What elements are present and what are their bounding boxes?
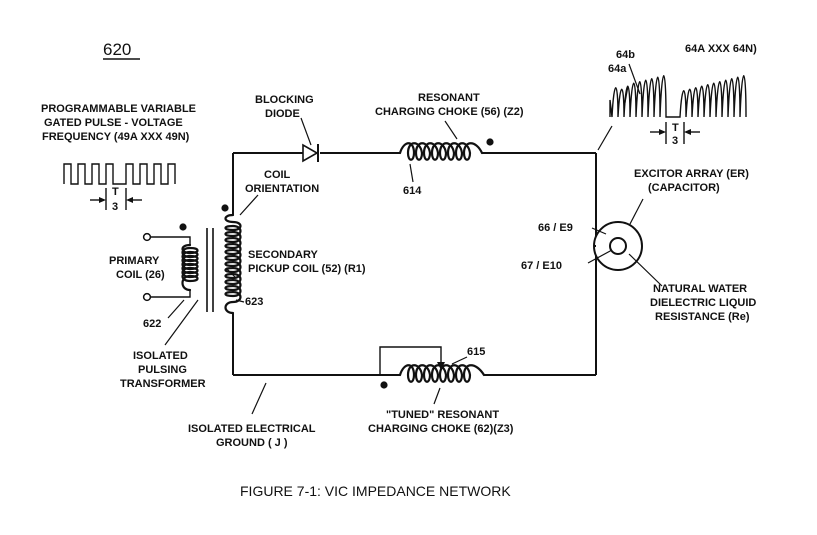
transformer-label-line3: TRANSFORMER: [120, 378, 206, 390]
pulse-label-line3: FREQUENCY (49A XXX 49N): [42, 131, 190, 143]
coil-orientation-label-line1: COIL: [264, 169, 291, 181]
resonant-waveform: [609, 75, 747, 118]
figure-caption: FIGURE 7-1: VIC IMPEDANCE NETWORK: [240, 483, 511, 499]
electrode-e9: 66 / E9: [538, 222, 573, 234]
excitor-array-capacitor: [593, 221, 643, 271]
excitor-label-line1: EXCITOR ARRAY (ER): [634, 168, 749, 180]
choke-62-label-line2: CHARGING CHOKE (62)(Z3): [368, 423, 514, 435]
choke-62-polarity-dot: [380, 381, 388, 389]
resonant-charging-choke-56: [398, 142, 484, 161]
pulsing-transformer: [179, 204, 242, 315]
primary-terminal-bottom: [142, 292, 152, 302]
secondary-label-line2: PICKUP COIL (52) (R1): [248, 263, 366, 275]
wave-period-3: 3: [672, 135, 678, 147]
choke-62-label-line1: "TUNED" RESONANT: [386, 409, 499, 421]
primary-polarity-dot: [179, 223, 187, 231]
wave-period-t: T: [672, 122, 679, 134]
waveform-period-marker: [650, 122, 700, 144]
tuned-choke-tap-arrow: [437, 362, 445, 370]
water-label-line2: DIELECTRIC LIQUID: [650, 297, 756, 309]
transformer-label-line2: PULSING: [138, 364, 187, 376]
ref-615: 615: [467, 346, 485, 358]
ground-label-line2: GROUND ( J ): [216, 437, 288, 449]
choke-56-label-line1: RESONANT: [418, 92, 480, 104]
pulse-period-3: 3: [112, 201, 118, 213]
excitor-label-line2: (CAPACITOR): [648, 182, 720, 194]
choke-56-polarity-dot: [486, 138, 494, 146]
pulse-label-line1: PROGRAMMABLE VARIABLE: [41, 103, 196, 115]
circuit-wires: [149, 152, 597, 376]
ref-64n: 64A XXX 64N): [685, 43, 757, 55]
pulse-label-line2: GATED PULSE - VOLTAGE: [44, 117, 183, 129]
coil-orientation-label-line2: ORIENTATION: [245, 183, 319, 195]
secondary-label-line1: SECONDARY: [248, 249, 319, 261]
primary-label-line2: COIL (26): [116, 269, 165, 281]
water-label-line1: NATURAL WATER: [653, 283, 747, 295]
secondary-polarity-dot: [221, 204, 229, 212]
tuned-resonant-charging-choke-62: [398, 364, 486, 383]
leader-lines: [164, 63, 663, 415]
pulse-period-t: T: [112, 186, 119, 198]
blocking-diode-symbol: [302, 143, 319, 163]
primary-coil: [181, 243, 199, 292]
figure-number: 620: [103, 40, 131, 59]
secondary-pickup-coil: [224, 213, 242, 315]
water-label-line3: RESISTANCE (Re): [655, 311, 750, 323]
electrode-e10: 67 / E10: [521, 260, 562, 272]
pulse-period-marker: [90, 188, 142, 210]
choke-56-label-line2: CHARGING CHOKE (56) (Z2): [375, 106, 524, 118]
primary-label-line1: PRIMARY: [109, 255, 160, 267]
ref-622: 622: [143, 318, 161, 330]
ref-614: 614: [403, 185, 422, 197]
ref-623: 623: [245, 296, 263, 308]
gated-pulse-waveform: [63, 163, 176, 185]
transformer-label-line1: ISOLATED: [133, 350, 188, 362]
blocking-diode-label-line2: DIODE: [265, 108, 300, 120]
ref-64b: 64b: [616, 49, 635, 61]
primary-terminal-top: [142, 232, 152, 242]
ground-label-line1: ISOLATED ELECTRICAL: [188, 423, 316, 435]
ref-64a: 64a: [608, 63, 627, 75]
blocking-diode-label-line1: BLOCKING: [255, 94, 314, 106]
